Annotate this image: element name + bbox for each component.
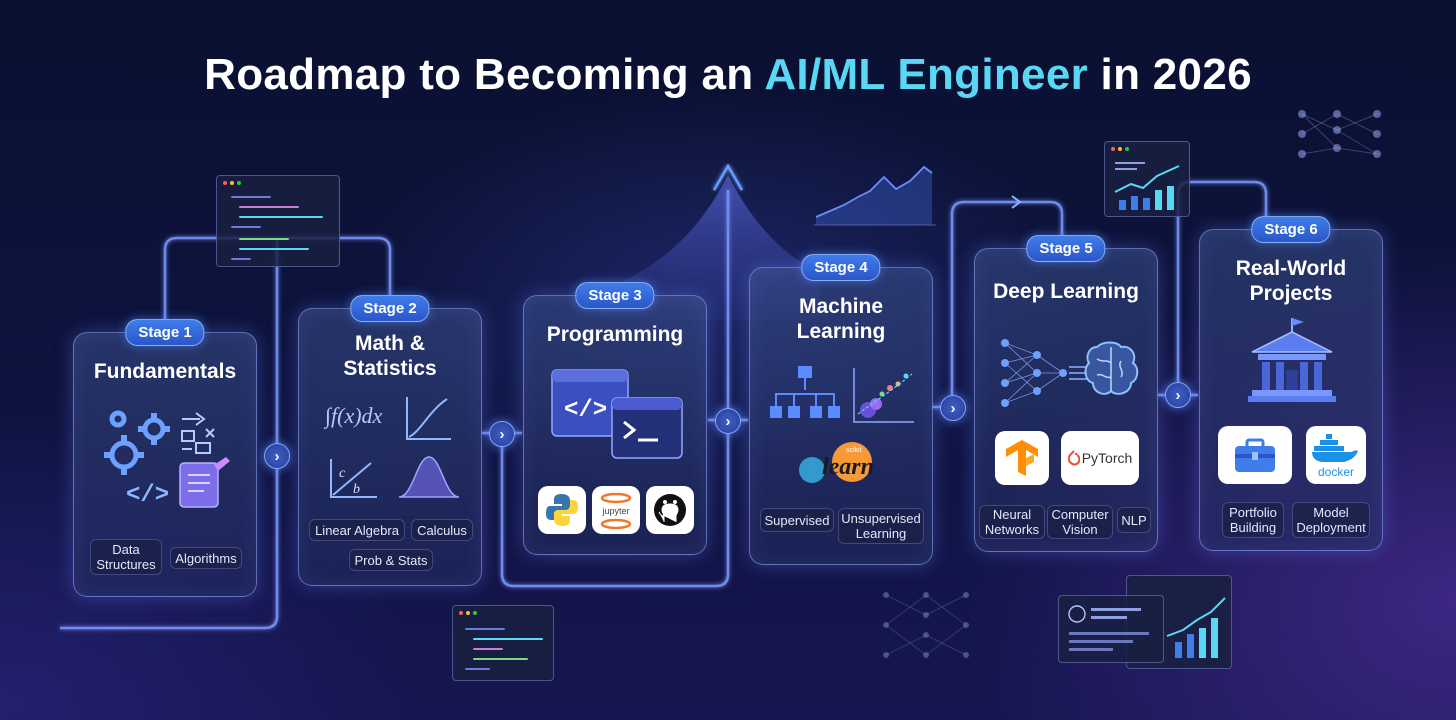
next-arrow-1-icon[interactable]: › [264,443,290,469]
code-window-bottom [452,605,554,681]
stage-1-card[interactable]: Stage 1 Fundamentals </> Data Structures… [73,319,257,597]
stage-6-title: Real-World Projects [1235,257,1347,305]
stage-3-badge: Stage 3 [575,282,655,309]
pytorch-flame-icon [1067,450,1080,466]
neural-net-deco-bottom [883,592,969,658]
connector-3-bottom [500,190,730,588]
title-suffix: in 2026 [1100,50,1252,99]
jupyter-icon: jupyter [600,492,632,530]
pytorch-label: PyTorch [1081,450,1133,466]
stage-2-card[interactable]: Stage 2 Math & Statistics ∫f(x)dx c b Li… [298,295,482,586]
page-title: Roadmap to Becoming an AI/ML Engineer in… [0,50,1456,100]
neural-brain-icon [1001,339,1139,407]
tag-computer-vision: Computer Vision [1047,505,1113,539]
next-arrow-5-icon[interactable]: › [1165,382,1191,408]
bar-chart-icon [1114,162,1180,210]
portfolio-logo [1218,426,1292,484]
stage-6-badge: Stage 6 [1251,216,1331,243]
growth-arrow [712,163,744,191]
math-icons: ∫f(x)dx c b [323,397,460,498]
title-prefix: Roadmap to Becoming an [204,50,754,99]
tag-linear-algebra: Linear Algebra [309,519,405,541]
svg-text:</>: </> [126,482,169,509]
fraction-denominator: b [353,482,360,497]
pytorch-logo: PyTorch [1061,431,1139,485]
docker-icon: docker [1312,434,1358,479]
tag-calculus: Calculus [411,519,473,541]
tag-unsupervised-learning: Unsupervised Learning [838,508,924,544]
tree-scatter-icon [770,366,914,423]
area-chart-icon [814,165,936,226]
stage-1-badge: Stage 1 [125,319,205,346]
stage-4-badge: Stage 4 [801,254,881,281]
scikit-learn-logo: learn scikit [799,442,874,483]
stage-1-title: Fundamentals [93,360,237,383]
ai-chat-window [1058,595,1164,663]
stage-5-card[interactable]: Stage 5 Deep Learning PyTorch Neural Net… [974,235,1158,552]
next-arrow-4-icon[interactable]: › [940,395,966,421]
tag-neural-networks: Neural Networks [979,505,1045,539]
neural-net-deco-top [1298,110,1381,158]
tag-supervised: Supervised [760,508,834,532]
next-arrow-2-icon[interactable]: › [489,421,515,447]
stage-2-badge: Stage 2 [350,295,430,322]
integral-formula-text: ∫f(x)dx [323,403,383,429]
route-arrowhead [1011,195,1022,209]
sklearn-label: learn [822,454,874,480]
chart-window-top [1104,141,1190,217]
svg-text:</>: </> [564,397,607,424]
tag-portfolio-building: Portfolio Building [1222,502,1284,538]
python-icon [546,494,578,526]
docker-logo: docker [1306,426,1366,484]
stage-2-title: Math & Statistics [343,332,437,380]
github-logo [646,486,694,534]
jupyter-label: jupyter [601,506,629,516]
tag-prob-stats: Prob & Stats [349,549,433,571]
title-highlight: AI/ML Engineer [764,50,1089,99]
gears-code-icon: </> [104,410,230,509]
github-icon [654,494,686,526]
connector-4-5 [932,200,1064,409]
stage-3-title: Programming [546,323,684,346]
briefcase-icon [1235,438,1275,472]
tag-model-deployment: Model Deployment [1292,502,1370,538]
jupyter-logo: jupyter [592,486,640,534]
stage-4-card[interactable]: Stage 4 Machine Learning learn scikit Su… [749,254,933,565]
tag-nlp: NLP [1117,507,1151,533]
next-arrow-3-icon[interactable]: › [715,408,741,434]
code-terminal-icon: </> [551,369,683,459]
tensorflow-logo [995,431,1049,485]
python-logo [538,486,586,534]
tag-algorithms: Algorithms [170,547,242,569]
institution-icon [1248,318,1336,402]
tensorflow-icon [1006,440,1038,476]
stage-5-badge: Stage 5 [1026,235,1106,262]
code-window-top [216,175,340,267]
stage-6-card[interactable]: Stage 6 Real-World Projects docker Portf… [1199,216,1383,551]
fraction-numerator: c [339,466,346,481]
stage-5-title: Deep Learning [993,280,1139,303]
sklearn-small-label: scikit [846,447,862,454]
stage-3-card[interactable]: Stage 3 Programming </> jupyter [523,282,707,555]
connector-1-bottom [60,240,279,630]
tag-data-structures: Data Structures [90,539,162,575]
docker-label: docker [1318,465,1354,479]
stage-4-title: Machine Learning [796,295,886,343]
